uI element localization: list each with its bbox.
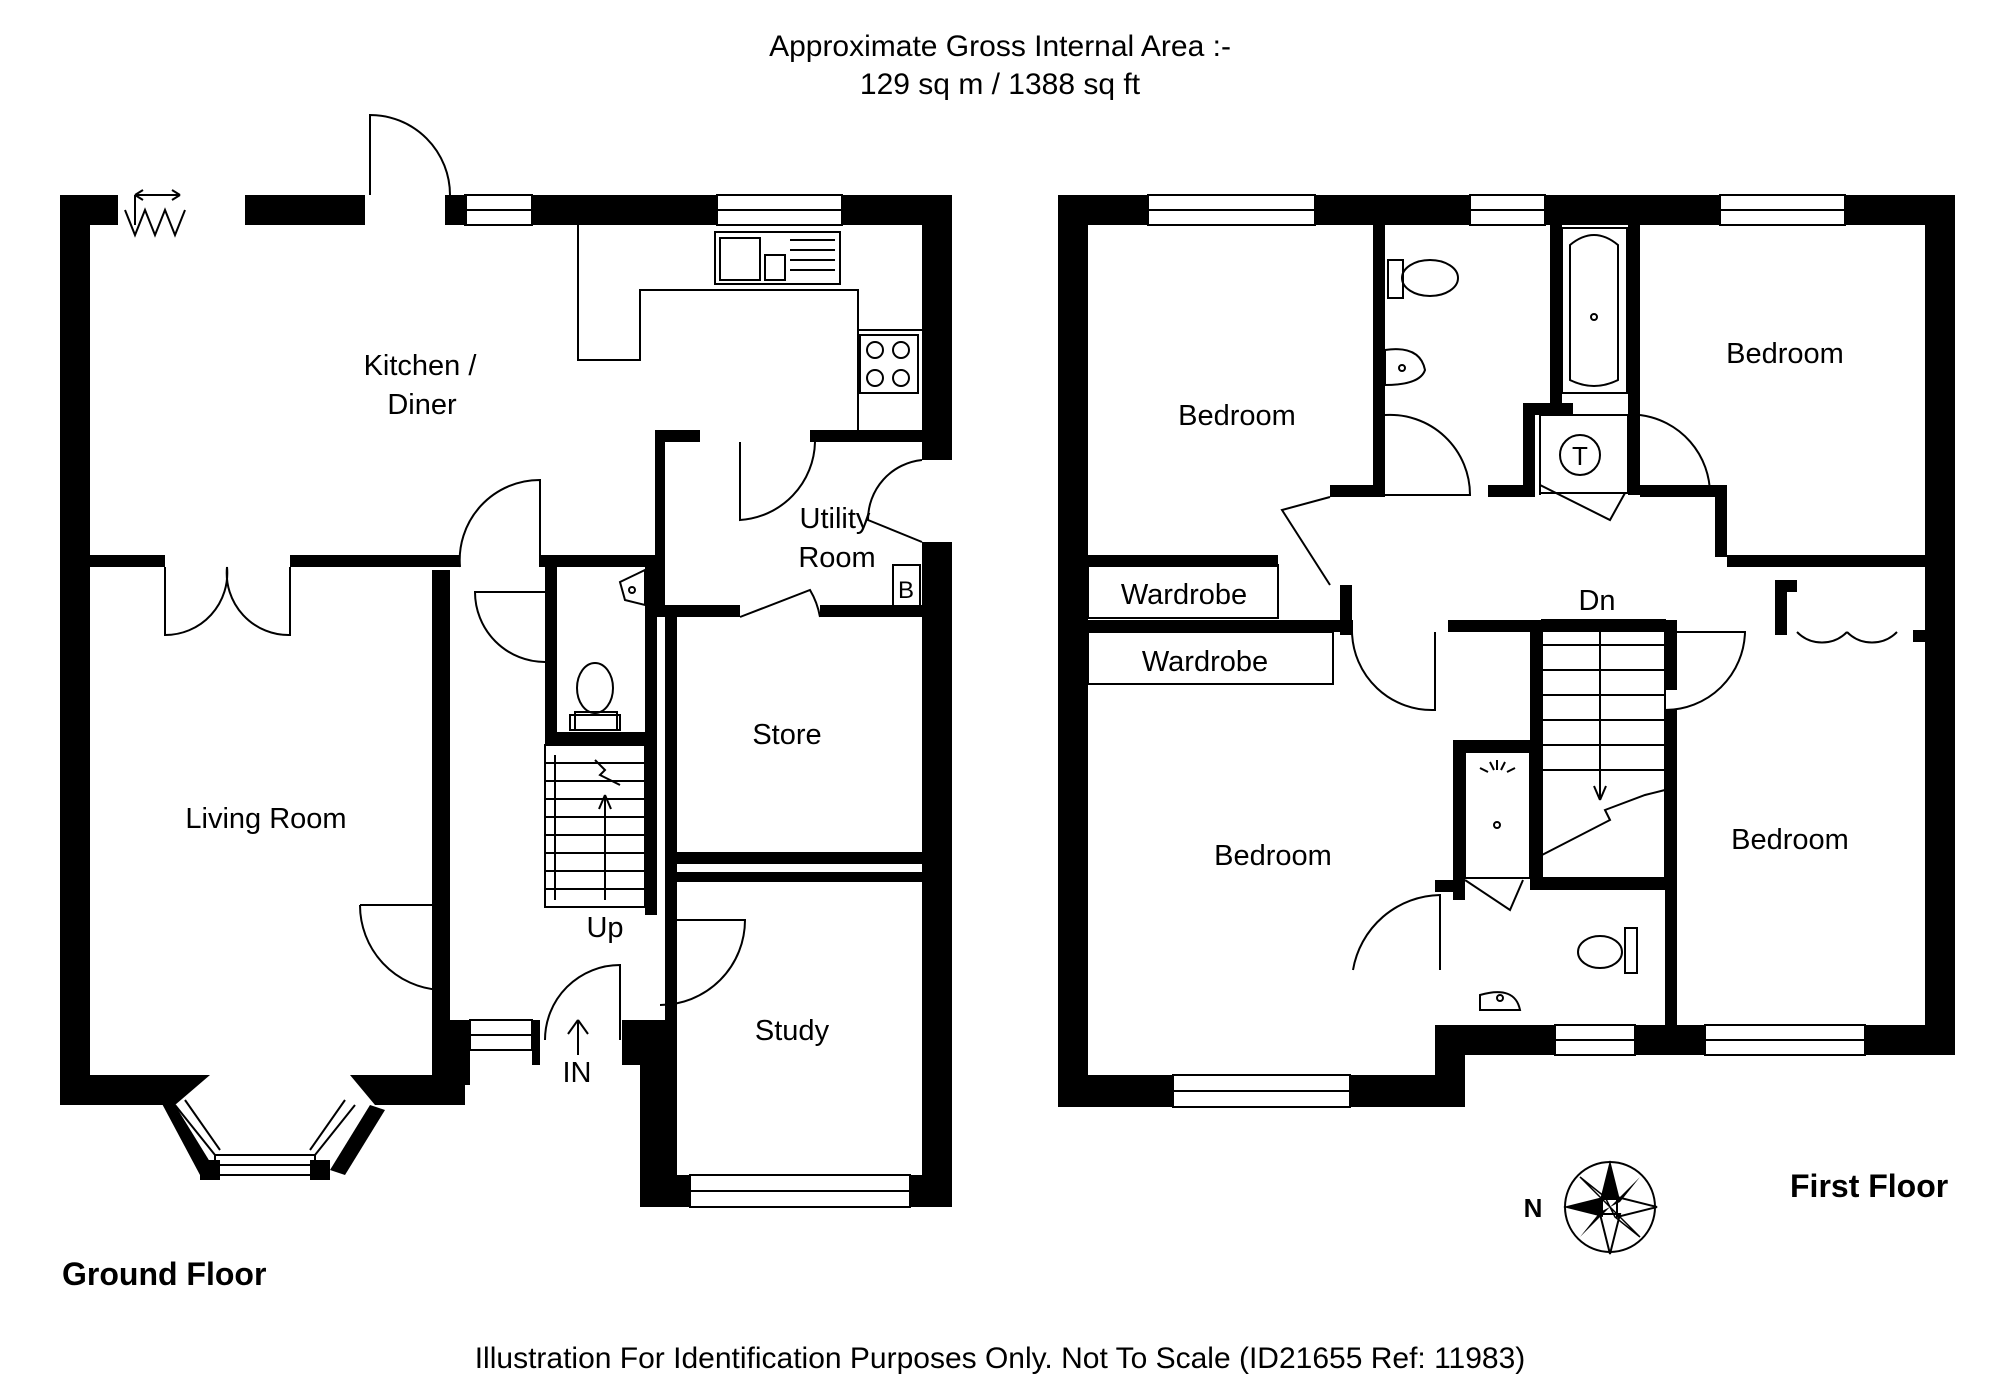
room-labels: Kitchen / Diner Utility Room B Store Liv… [62, 338, 1948, 1292]
entrance-label: IN [563, 1057, 592, 1089]
stairs-up-label: Up [586, 912, 623, 944]
compass-north-label: N [1524, 1193, 1543, 1223]
first-floor-details [1087, 194, 1898, 1108]
bedroom-sw-label: Bedroom [1214, 840, 1332, 872]
wardrobe-1-label: Wardrobe [1121, 579, 1247, 611]
first-floor-title: First Floor [1790, 1168, 1948, 1204]
disclaimer: Illustration For Identification Purposes… [474, 1342, 1526, 1375]
utility-label-1: Utility [800, 503, 871, 535]
area-value: 129 sq m / 1388 sq ft [859, 68, 1141, 101]
area-title: Approximate Gross Internal Area :- [769, 30, 1231, 63]
study-label: Study [755, 1015, 830, 1047]
utility-label-2: Room [798, 542, 875, 574]
bedroom-se-label: Bedroom [1731, 824, 1849, 856]
kitchen-label-1: Kitchen / [364, 350, 478, 382]
stairs-down-label: Dn [1578, 585, 1615, 617]
boiler-label: B [898, 577, 914, 604]
ground-floor-details [124, 113, 923, 1208]
store-label: Store [752, 719, 821, 751]
tank-label: T [1572, 441, 1588, 471]
wardrobe-2-label: Wardrobe [1142, 646, 1268, 678]
bedroom-ne-label: Bedroom [1726, 338, 1844, 370]
kitchen-label-2: Diner [387, 389, 457, 421]
bedroom-nw-label: Bedroom [1178, 400, 1296, 432]
compass-icon [1563, 1160, 1658, 1255]
living-room-label: Living Room [185, 803, 346, 835]
ground-floor-walls [60, 195, 952, 1207]
ground-floor-title: Ground Floor [62, 1256, 266, 1292]
